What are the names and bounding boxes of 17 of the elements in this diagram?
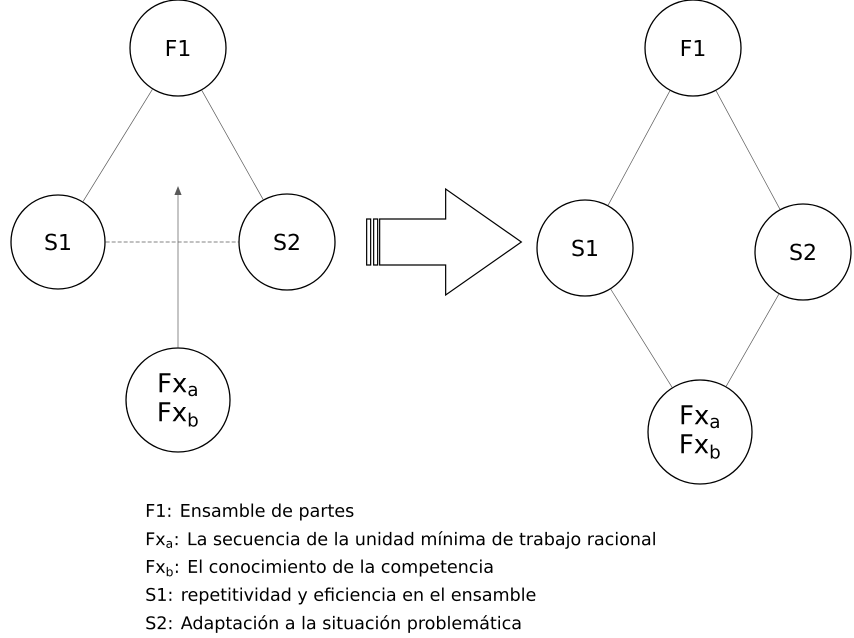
circle-node: S2 [754,203,852,301]
legend-text: F1: Ensamble de partes [146,504,354,520]
circle-node: S2 [238,193,336,291]
legend-text: Fx$_{b}$: El conocimiento de la competencia [146,560,492,576]
connector-line [608,90,670,206]
legend-text: S1: repetitividad y eficiencia en el ensamble [146,588,536,604]
circle-node: Fx$_{a}$ Fx$_{b}$ [647,379,753,485]
connector-line [726,294,780,387]
circle-node: S1 [10,194,106,290]
legend-text: S2: Adaptación a la situación problemática [146,615,520,633]
circle-node: S1 [536,199,634,297]
circle-node: Fx$_{a}$ Fx$_{b}$ [125,347,231,453]
connector-line [201,90,264,200]
legend-text: Fx$_{a}$: La secuencia de la unidad mínima de trabajo racional [146,531,655,549]
connector-line [716,90,780,210]
connector-line [82,89,153,202]
connector-line [610,288,672,388]
